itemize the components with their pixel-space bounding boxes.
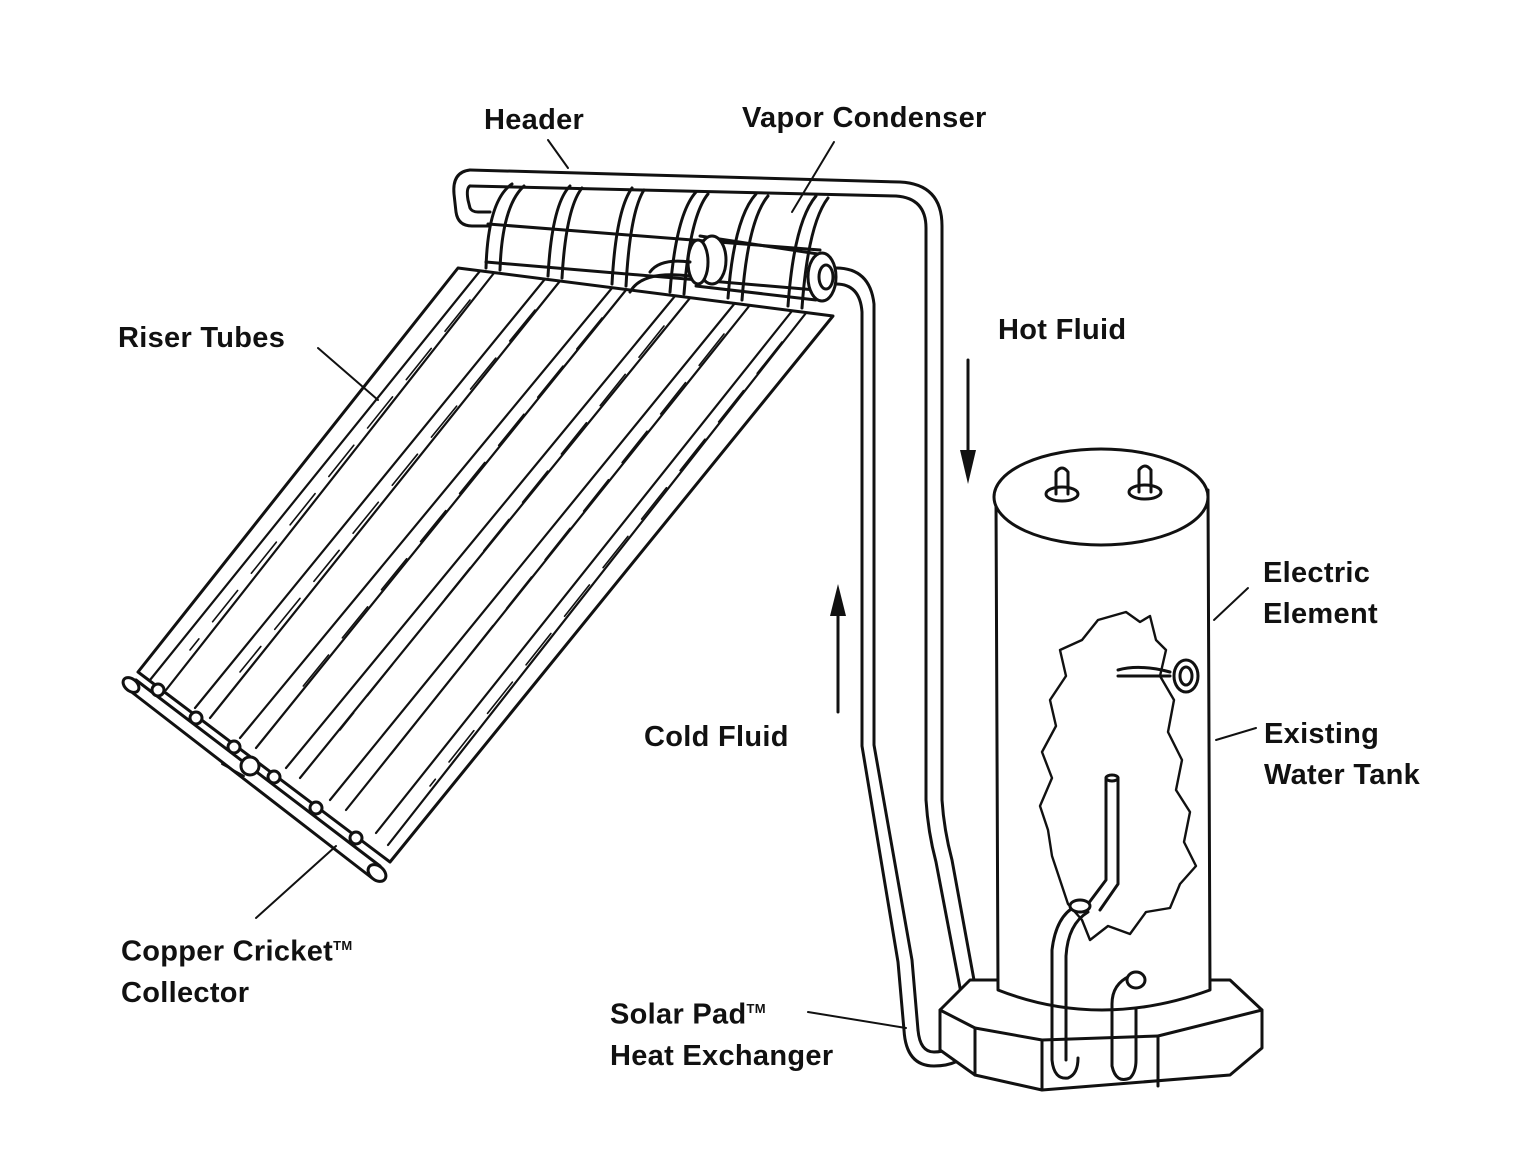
- leader-lines: [221, 139, 1257, 1029]
- solar-pad-label-line1: Solar Pad: [610, 998, 747, 1031]
- water-tank: [992, 447, 1212, 1081]
- tank-cutaway: [1038, 610, 1198, 942]
- solar-pad-trademark: TM: [746, 1001, 766, 1016]
- cold-fluid-label: Cold Fluid: [644, 721, 789, 753]
- copper-cricket-collector-label: Copper CricketTM Collector: [121, 925, 352, 1014]
- existing-water-tank-label: Existing Water Tank: [1264, 714, 1420, 796]
- copper-cricket-label-line1: Copper Cricket: [121, 935, 334, 968]
- hot-fluid-arrow: [960, 358, 976, 484]
- bottom-manifold: [121, 676, 388, 883]
- hot-fluid-label: Hot Fluid: [998, 314, 1127, 346]
- riser-tubes-label: Riser Tubes: [118, 322, 286, 354]
- vapor-condenser-label: Vapor Condenser: [742, 102, 987, 134]
- riser-tube-highlights: [189, 299, 783, 787]
- header-assembly: [452, 168, 944, 1032]
- header-label: Header: [484, 104, 585, 136]
- existing-water-tank-label-line1: Existing: [1264, 718, 1380, 750]
- electric-element: [1116, 658, 1200, 694]
- electric-element-label-line2: Element: [1263, 598, 1378, 630]
- solar-pad-label-line2: Heat Exchanger: [610, 1039, 834, 1072]
- copper-cricket-trademark: TM: [333, 938, 353, 953]
- collector-panel: [121, 266, 835, 883]
- solar-pad-heat-exchanger-label: Solar PadTM Heat Exchanger: [610, 988, 833, 1077]
- existing-water-tank-label-line2: Water Tank: [1264, 759, 1421, 791]
- tank-top-fittings: [1044, 464, 1163, 503]
- electric-element-label: Electric Element: [1263, 553, 1378, 635]
- copper-cricket-label-line2: Collector: [121, 976, 250, 1009]
- vapor-condenser: [628, 234, 838, 303]
- riser-tube-lines: [148, 269, 808, 847]
- electric-element-label-line1: Electric: [1263, 557, 1371, 589]
- cold-fluid-arrow: [830, 584, 846, 714]
- solar-pad-base: [938, 978, 1264, 1092]
